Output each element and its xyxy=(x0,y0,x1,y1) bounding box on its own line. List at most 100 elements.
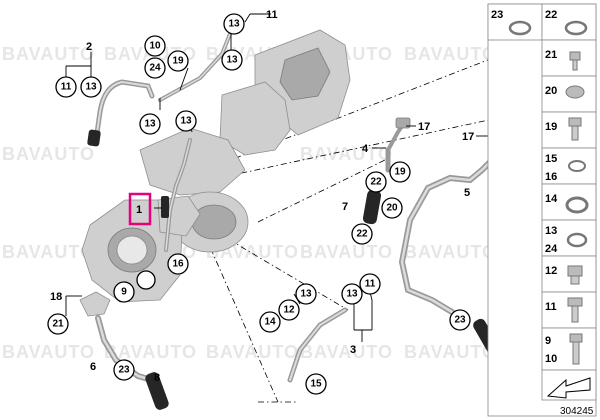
panel-item-15-16[interactable]: 15 16 xyxy=(545,153,586,183)
callout-22[interactable]: 22 xyxy=(365,171,387,193)
watermark: BAVAUTO xyxy=(2,44,95,64)
callout-24[interactable]: 24 xyxy=(144,57,166,79)
hose-clamp-icon xyxy=(508,20,532,36)
callout-20[interactable]: 20 xyxy=(381,197,403,219)
callout-label: 23 xyxy=(454,315,466,326)
callout-label: 15 xyxy=(310,379,322,390)
callout-11[interactable]: 11 xyxy=(266,9,278,21)
turbocharger-illustration xyxy=(81,29,351,303)
panel-label: 15 xyxy=(545,153,557,165)
panel-item-12[interactable]: 12 xyxy=(545,265,583,285)
callout-label: 13 xyxy=(300,289,312,300)
panel-item-14[interactable]: 14 xyxy=(545,193,589,214)
panel-label: 10 xyxy=(545,353,557,365)
panel-item-20[interactable]: 20 xyxy=(545,85,585,99)
panel-label: 23 xyxy=(491,9,503,21)
callout-16[interactable] xyxy=(136,270,156,290)
callout-4[interactable]: 4 xyxy=(362,143,369,155)
callout-12[interactable]: 12 xyxy=(278,299,300,321)
callout-13[interactable]: 13 xyxy=(341,283,363,305)
callout-13[interactable]: 13 xyxy=(295,283,317,305)
seal-ring-icon xyxy=(568,160,586,172)
callout-5[interactable]: 5 xyxy=(464,187,470,199)
callout-14[interactable]: 14 xyxy=(259,311,281,333)
watermark: BAVAUTO xyxy=(206,342,299,362)
watermark: BAVAUTO xyxy=(404,342,497,362)
panel-item-19[interactable]: 19 xyxy=(545,117,582,141)
callout-label: 10 xyxy=(149,41,161,52)
callout-label: 7 xyxy=(342,201,348,213)
screw-icon xyxy=(571,125,579,141)
callout-13[interactable]: 13 xyxy=(139,113,161,135)
panel-item-11[interactable]: 11 xyxy=(545,297,583,323)
nut-icon xyxy=(565,85,585,99)
callout-23[interactable]: 23 xyxy=(113,359,135,381)
callout-6[interactable]: 6 xyxy=(90,361,96,373)
callout-label: 23 xyxy=(118,365,130,376)
callout-11[interactable]: 11 xyxy=(359,273,381,295)
callout-15[interactable]: 15 xyxy=(305,373,327,395)
watermark: BAVAUTO xyxy=(404,242,497,262)
callout-label: 17 xyxy=(462,131,474,143)
callout-label: 9 xyxy=(121,287,127,298)
callout-8[interactable]: 8 xyxy=(154,372,160,384)
hollow-bolt-icon xyxy=(571,305,579,323)
callout-7[interactable]: 7 xyxy=(342,201,348,213)
panel-item-13-24[interactable]: 13 24 xyxy=(545,225,588,255)
callout-19[interactable]: 19 xyxy=(167,50,189,72)
panel-label: 22 xyxy=(545,9,557,21)
callout-label: 13 xyxy=(144,119,156,130)
callout-1[interactable]: 1 xyxy=(128,192,152,226)
callout-22[interactable]: 22 xyxy=(351,223,373,245)
callout-label: 22 xyxy=(356,229,368,240)
callout-13[interactable]: 13 xyxy=(221,49,243,71)
panel-label: 9 xyxy=(545,335,551,347)
watermark: BAVAUTO xyxy=(300,242,393,262)
callout-9[interactable]: 9 xyxy=(113,281,135,303)
direction-arrow-icon xyxy=(546,377,591,399)
parts-panel: 23 22 21 20 19 15 16 14 xyxy=(487,3,597,417)
callout-18[interactable]: 18 xyxy=(50,291,62,303)
hose-part-1 xyxy=(161,196,169,218)
watermark: BAVAUTO xyxy=(2,144,95,164)
callout-label: 20 xyxy=(386,203,398,214)
callout-label: 21 xyxy=(52,319,64,330)
watermark: BAVAUTO xyxy=(104,342,197,362)
panel-label: 21 xyxy=(545,49,557,61)
callout-16[interactable]: 16 xyxy=(167,253,189,275)
callout-label: 14 xyxy=(264,317,276,328)
banjo-bolt-icon xyxy=(570,275,580,285)
callout-19[interactable]: 19 xyxy=(389,161,411,183)
panel-item-22[interactable]: 22 xyxy=(545,9,588,36)
callout-label: 13 xyxy=(180,116,192,127)
watermark: BAVAUTO xyxy=(404,44,497,64)
watermark: BAVAUTO xyxy=(2,242,95,262)
callout-2[interactable]: 2 xyxy=(86,41,92,53)
callout-label: 2 xyxy=(86,41,92,53)
callout-3[interactable]: 3 xyxy=(350,344,356,356)
panel-item-23[interactable]: 23 xyxy=(491,9,532,36)
callout-23[interactable]: 23 xyxy=(449,309,471,331)
assembly-lines xyxy=(199,55,499,403)
watermark: BAVAUTO xyxy=(2,342,95,362)
panel-item-21[interactable]: 21 xyxy=(545,49,581,71)
callout-13[interactable]: 13 xyxy=(175,110,197,132)
callout-10[interactable]: 10 xyxy=(144,35,166,57)
callout-17[interactable]: 17 xyxy=(462,131,474,143)
callout-13[interactable]: 13 xyxy=(223,13,245,35)
callout-label: 3 xyxy=(350,344,356,356)
washer-icon xyxy=(566,232,588,248)
callout-label: 5 xyxy=(464,187,470,199)
callout-label: 22 xyxy=(370,177,382,188)
callout-21[interactable]: 21 xyxy=(47,313,69,335)
callout-label: 18 xyxy=(50,291,62,303)
callout-17[interactable]: 17 xyxy=(418,121,430,133)
panel-label: 13 xyxy=(545,225,557,237)
callout-11[interactable]: 11 xyxy=(55,76,77,98)
callout-13[interactable]: 13 xyxy=(80,76,102,98)
watermark: BAVAUTO xyxy=(300,342,393,362)
callout-label: 19 xyxy=(172,56,184,67)
panel-item-9-10[interactable]: 9 10 xyxy=(545,333,583,365)
callout-label: 13 xyxy=(85,82,97,93)
